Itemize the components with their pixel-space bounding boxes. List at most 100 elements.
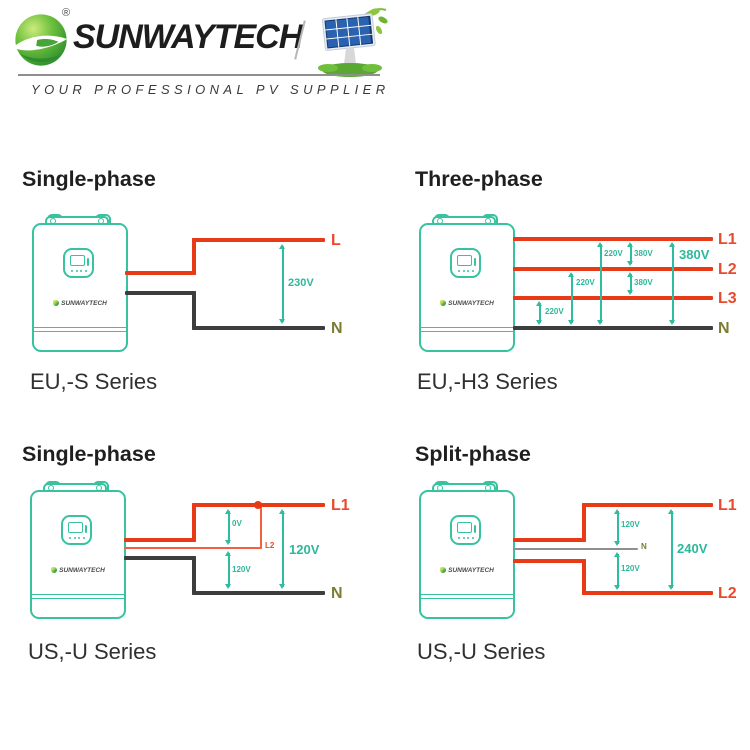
lcd-screen: [457, 522, 472, 533]
q2-wire-l1: [513, 237, 713, 241]
sunwaytech-mini-logo-icon: [51, 567, 58, 573]
panel-seam: [421, 327, 513, 328]
q2-voltage-l2l3: 380V: [634, 278, 653, 287]
q3-wire-n: [192, 556, 196, 595]
sunwaytech-mini-logo-icon: [440, 567, 447, 573]
panel-seam: [34, 331, 126, 332]
q1-wire-n: [192, 326, 325, 330]
q2-wire-l2: [513, 267, 713, 271]
q1-label-l: L: [331, 232, 341, 249]
q2-series: EU,-H3 Series: [417, 369, 558, 394]
display-button: [474, 525, 476, 533]
q4-arrow-l1l2: [667, 509, 676, 590]
q4-wire-l2: [582, 559, 586, 595]
q2-voltage-l3n: 220V: [545, 307, 564, 316]
q2-title: Three-phase: [415, 167, 543, 191]
q3-label-l2: L2: [265, 541, 275, 550]
inverter-graphic-q4: SUNWAYTECH: [419, 481, 515, 619]
inverter-brand-text: SUNWAYTECH: [448, 567, 494, 574]
inverter-body: SUNWAYTECH: [419, 223, 515, 352]
panel-seam: [421, 598, 513, 599]
inverter-brand: SUNWAYTECH: [421, 567, 513, 574]
q1-label-n: N: [331, 320, 343, 337]
registered-mark: ®: [62, 7, 71, 19]
q3-arrow-l1n: [278, 509, 287, 589]
display-dots: [71, 270, 87, 272]
q3-arrow-l1l2: [224, 509, 233, 545]
q3-series: US,-U Series: [28, 639, 157, 664]
q2-label-l3: L3: [718, 290, 737, 307]
q2-label-l1: L1: [718, 231, 737, 248]
q4-label-l2: L2: [718, 585, 737, 602]
q3-wire-n: [124, 556, 196, 560]
q3-arrow-l2n: [224, 551, 233, 589]
panel-seam: [32, 598, 124, 599]
q2-wire-l3: [513, 296, 713, 300]
display-button: [87, 258, 89, 266]
q2-voltage-total: 380V: [679, 247, 710, 262]
inverter-graphic-q1: SUNWAYTECH: [32, 214, 128, 352]
brand-wordmark: SUNWAYTECH: [73, 18, 303, 56]
display-button: [85, 525, 87, 533]
q3-junction-dot: [254, 501, 262, 509]
q3-label-l1: L1: [331, 497, 350, 514]
q2-arrow-l1l2: [626, 242, 635, 266]
inverter-brand-text: SUNWAYTECH: [61, 300, 107, 307]
sunwaytech-logo-icon: [14, 14, 68, 66]
q4-wire-l2: [582, 591, 713, 595]
q4-wire-l2: [513, 559, 586, 563]
panel-seam: [32, 594, 124, 595]
q4-series: US,-U Series: [417, 639, 546, 664]
sunwaytech-mini-logo-icon: [440, 300, 447, 306]
inverter-brand: SUNWAYTECH: [34, 300, 126, 307]
q4-wire-l1: [582, 503, 713, 507]
inverter-body: SUNWAYTECH: [419, 490, 515, 619]
lcd-screen: [68, 522, 83, 533]
q4-title: Split-phase: [415, 442, 531, 466]
inverter-body: SUNWAYTECH: [30, 490, 126, 619]
display-dots: [458, 270, 474, 272]
q2-arrow-l1n: [596, 242, 605, 325]
q1-wire-l: [192, 238, 196, 275]
inverter-brand: SUNWAYTECH: [32, 567, 124, 574]
q3-wire-l2: [260, 505, 262, 549]
q2-voltage-l2n: 220V: [576, 278, 595, 287]
q3-voltage-l2n: 120V: [232, 565, 251, 574]
q1-wire-l: [125, 271, 196, 275]
display-button: [474, 258, 476, 266]
inverter-body: SUNWAYTECH: [32, 223, 128, 352]
inverter-display: [61, 515, 92, 545]
q4-voltage-nl2: 120V: [621, 564, 640, 573]
q3-voltage-l1l2: 0V: [232, 519, 242, 528]
q4-wire-l1: [582, 503, 586, 542]
q4-arrow-nl2: [613, 552, 622, 590]
sunwaytech-mini-logo-icon: [53, 300, 60, 306]
q1-voltage-arrow: [278, 244, 287, 324]
q4-wire-n: [513, 548, 638, 550]
lcd-screen: [457, 255, 472, 266]
q3-wire-l1: [124, 538, 196, 542]
q2-wire-n: [513, 326, 713, 330]
q1-wire-n: [125, 291, 196, 295]
q4-voltage-l1n: 120V: [621, 520, 640, 529]
q4-voltage-l1l2: 240V: [677, 541, 708, 556]
q3-voltage-l1n: 120V: [289, 542, 320, 557]
inverter-brand: SUNWAYTECH: [421, 300, 513, 307]
inverter-graphic-q2: SUNWAYTECH: [419, 214, 515, 352]
q1-voltage-ln: 230V: [288, 277, 314, 289]
q2-arrow-l3n: [535, 301, 544, 325]
q2-arrow-l2n: [567, 272, 576, 325]
inverter-display: [450, 515, 481, 545]
q1-wire-l: [192, 238, 325, 242]
q2-label-l2: L2: [718, 261, 737, 278]
q3-wire-n: [192, 591, 325, 595]
q1-wire-n: [192, 291, 196, 330]
panel-seam: [421, 331, 513, 332]
q3-wire-l2: [124, 547, 262, 549]
inverter-graphic-q3: SUNWAYTECH: [30, 481, 126, 619]
display-dots: [458, 537, 474, 539]
panel-seam: [34, 327, 126, 328]
panel-seam: [421, 594, 513, 595]
inverter-display: [63, 248, 94, 278]
